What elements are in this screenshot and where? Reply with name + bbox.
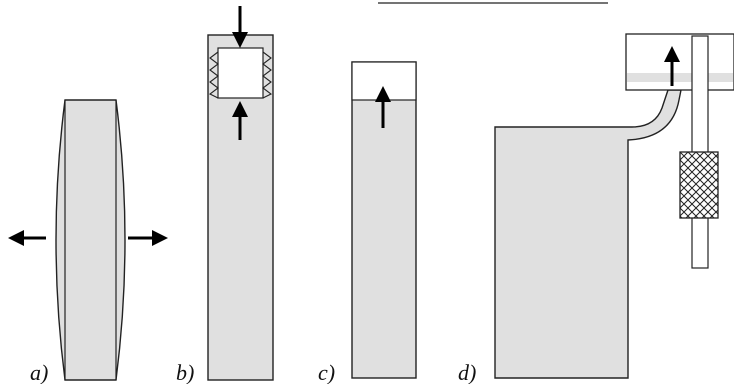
arrow-icon xyxy=(128,230,168,246)
arrow-icon xyxy=(664,46,680,86)
panel-a-label: a) xyxy=(30,360,48,384)
arrow-icon xyxy=(232,101,248,140)
panel-b-chamber xyxy=(217,47,264,99)
arrow-icon xyxy=(232,6,248,48)
panel-b-label: b) xyxy=(176,360,194,384)
panel-d-label: d) xyxy=(458,360,476,384)
crosshatch-mesh-icon xyxy=(679,151,719,219)
panel-a-bulged-column xyxy=(55,99,126,381)
panel-d-reservoir-fluid xyxy=(627,73,733,82)
panel-c-label: c) xyxy=(318,360,335,384)
panel-d: d) xyxy=(458,33,734,384)
arrow-icon xyxy=(8,230,46,246)
arrow-icon xyxy=(375,86,391,128)
panel-d-body xyxy=(494,89,682,379)
panel-b: b) xyxy=(176,6,274,384)
spring-icon xyxy=(208,51,273,99)
panel-a: a) xyxy=(8,99,168,384)
panel-c: c) xyxy=(318,61,417,384)
